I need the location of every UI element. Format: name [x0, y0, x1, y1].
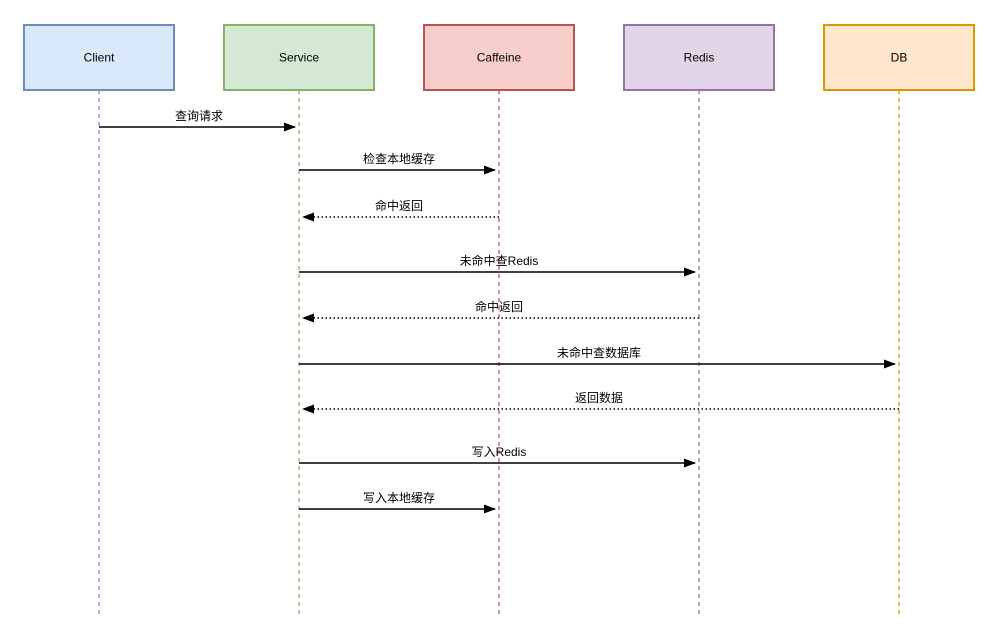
- message-4: 未命中查Redis: [299, 253, 696, 277]
- actor-db: DB: [823, 24, 975, 91]
- message-5: 命中返回: [302, 299, 699, 323]
- message-1: 查询请求: [99, 109, 296, 132]
- actor-label-redis: Redis: [684, 51, 715, 65]
- message-label-7: 返回数据: [575, 390, 623, 405]
- actor-label-caffeine: Caffeine: [477, 51, 522, 65]
- actor-box-redis: [623, 24, 775, 91]
- message-label-2: 检查本地缓存: [363, 151, 435, 166]
- message-label-5: 命中返回: [475, 299, 523, 314]
- actor-box-client: [23, 24, 175, 91]
- message-label-6: 未命中查数据库: [557, 345, 641, 360]
- message-label-9: 写入本地缓存: [363, 491, 435, 505]
- message-3: 命中返回: [302, 198, 499, 222]
- message-label-4: 未命中查Redis: [460, 253, 539, 268]
- actor-client: Client: [23, 24, 175, 91]
- actor-label-client: Client: [84, 51, 115, 65]
- actor-service: Service: [223, 24, 375, 91]
- actor-box-caffeine: [423, 24, 575, 91]
- actor-label-db: DB: [891, 51, 908, 65]
- message-8: 写入Redis: [299, 445, 696, 468]
- actor-caffeine: Caffeine: [423, 24, 575, 91]
- message-6: 未命中查数据库: [299, 345, 896, 369]
- actor-label-service: Service: [279, 51, 319, 65]
- message-7: 返回数据: [302, 390, 899, 414]
- message-label-1: 查询请求: [175, 109, 223, 123]
- message-9: 写入本地缓存: [299, 491, 496, 514]
- message-2: 检查本地缓存: [299, 151, 496, 175]
- actor-box-db: [823, 24, 975, 91]
- actor-box-service: [223, 24, 375, 91]
- actor-redis: Redis: [623, 24, 775, 91]
- message-label-3: 命中返回: [375, 198, 423, 213]
- message-label-8: 写入Redis: [472, 445, 527, 459]
